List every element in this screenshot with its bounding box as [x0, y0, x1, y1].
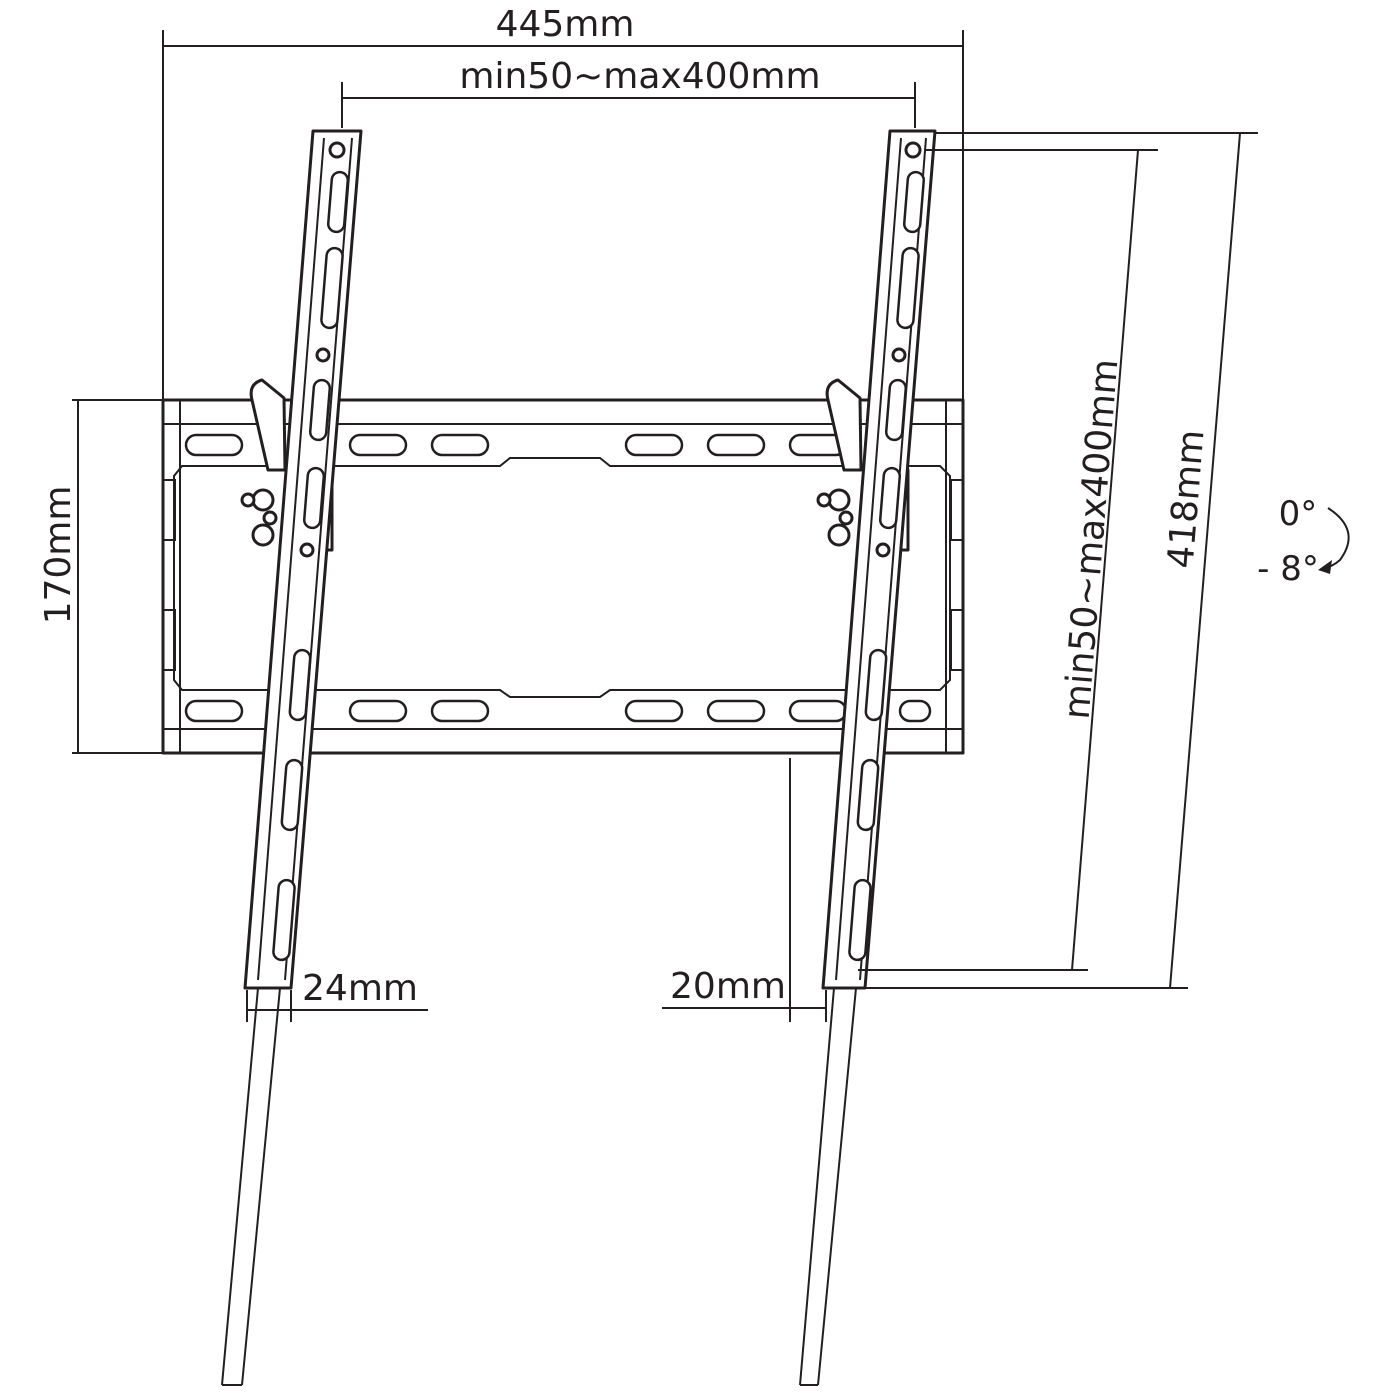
vesa-horizontal-dimension: min50~max400mm [341, 56, 916, 128]
left-mounting-arm [221, 129, 363, 1386]
tilt-min-label: - 8° [1257, 549, 1319, 589]
overall-width-label: 445mm [496, 4, 635, 45]
tilt-max-label: 0° [1279, 494, 1318, 534]
overall-height-dimension: 418mm [855, 132, 1258, 989]
overall-height-label: 418mm [1161, 428, 1213, 570]
tilt-arrow-icon [1323, 507, 1350, 569]
tilt-indicator: 0° - 8° [1257, 494, 1350, 589]
right-arm-width-label: 20mm [670, 966, 786, 1007]
left-arm-width-dimension: 24mm [246, 968, 428, 1022]
right-mounting-arm [799, 129, 937, 1386]
plate-height-dimension: 170mm [38, 399, 175, 754]
vesa-vertical-label: min50~max400mm [1057, 357, 1127, 720]
left-arm-width-label: 24mm [302, 968, 418, 1009]
plate-height-label: 170mm [38, 486, 79, 625]
right-arm-width-dimension: 20mm [662, 758, 827, 1022]
vesa-horizontal-label: min50~max400mm [459, 56, 820, 97]
overall-width-dimension: 445mm [162, 4, 964, 400]
